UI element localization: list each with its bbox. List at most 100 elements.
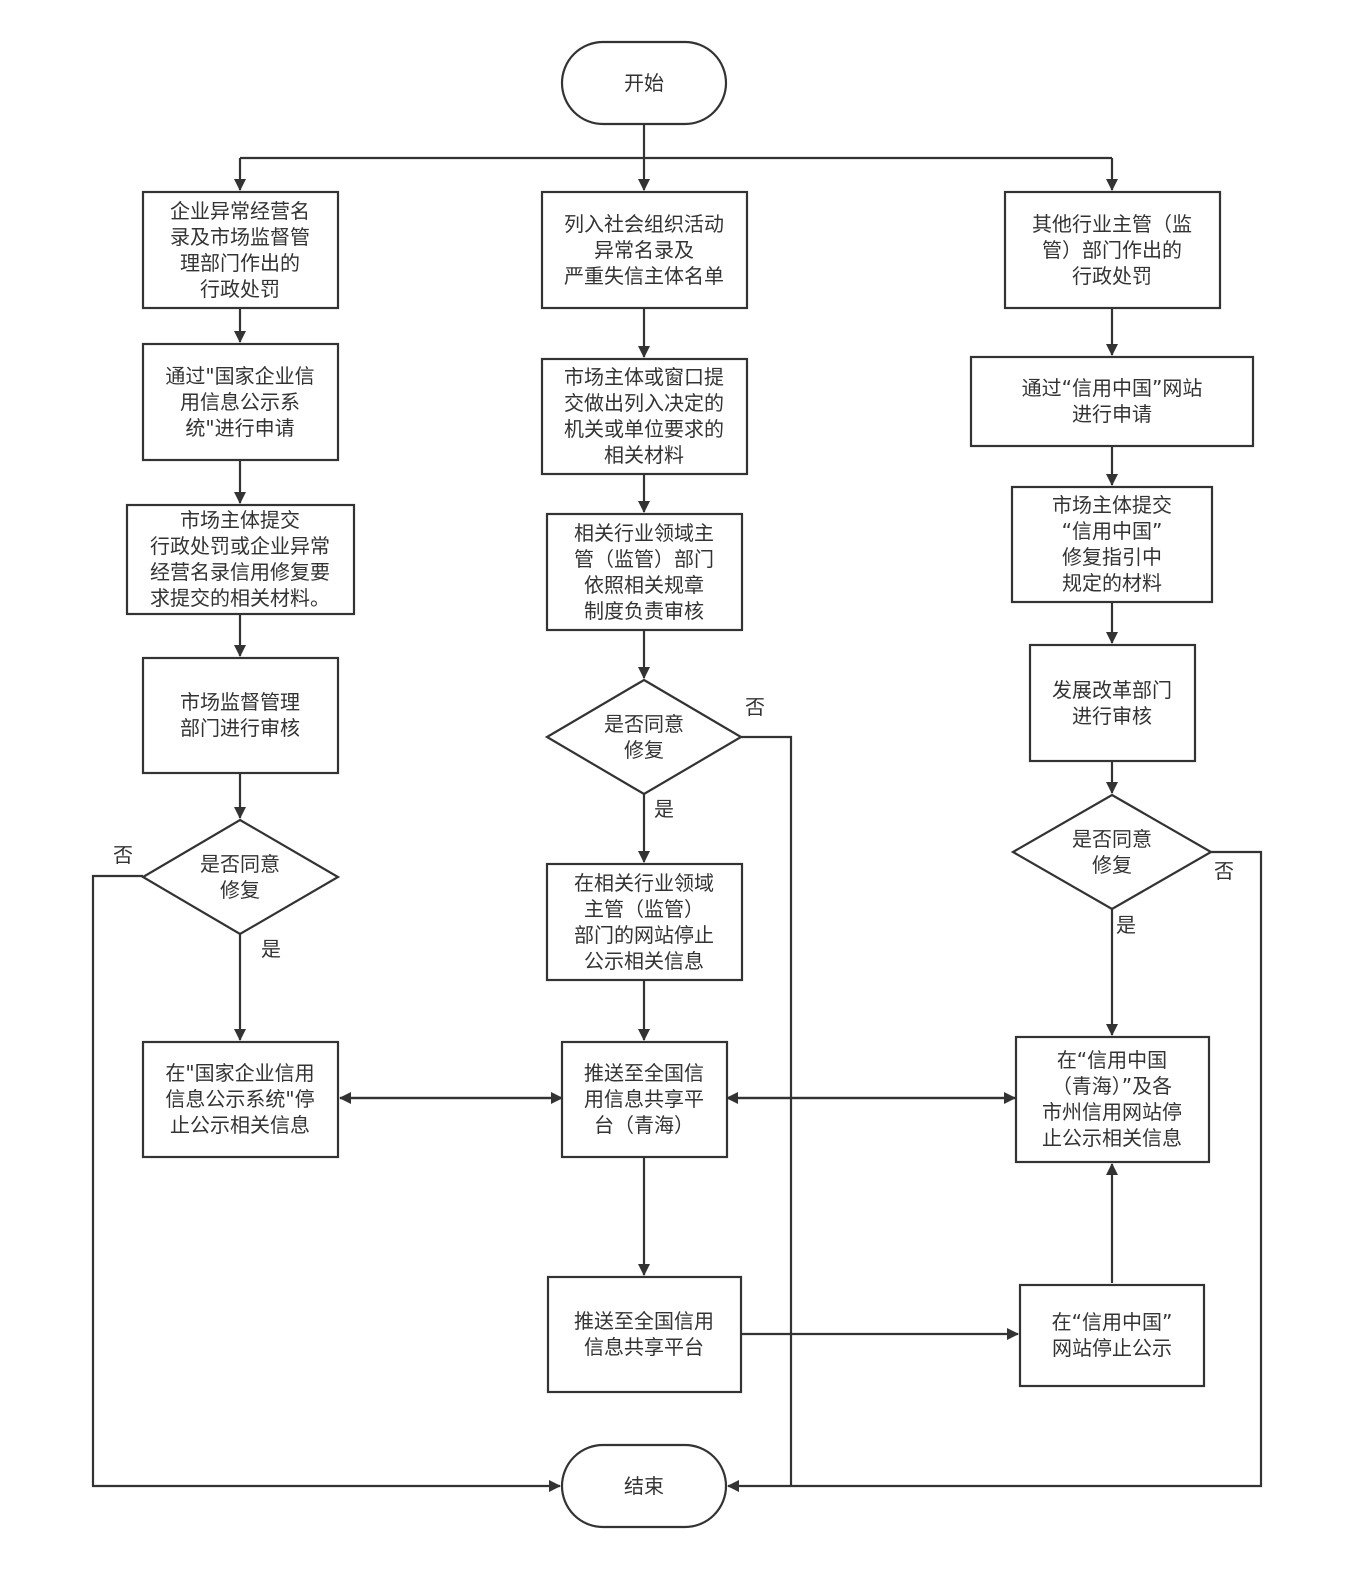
left-stop-box: 在"国家企业信用信息公示系统"停止公示相关信息 (141, 1040, 340, 1159)
node-text-line: 在“信用中国 (1057, 1048, 1167, 1072)
node-text-line: 是否同意 (604, 712, 684, 736)
right-decision-text: 是否同意修复 (1072, 827, 1152, 877)
node-text-line: 理部门作出的 (180, 251, 300, 275)
right-review-box: 发展改革部门进行审核 (1028, 643, 1197, 763)
node-text-line: 市州信用网站停 (1042, 1100, 1182, 1124)
node-text-line: 发展改革部门 (1052, 678, 1172, 702)
node-text-line: 行政处罚 (1072, 264, 1152, 288)
node-text-line: 推送至全国信 (584, 1061, 704, 1085)
right-source-box: 其他行业主管（监管）部门作出的行政处罚 (1003, 190, 1222, 310)
node-text-line: 异常名录及 (594, 238, 694, 262)
middle-submit-text: 市场主体或窗口提交做出列入决定的机关或单位要求的相关材料 (564, 365, 724, 467)
edge-left-no (91, 874, 561, 1492)
node-text-line: 规定的材料 (1062, 571, 1162, 595)
middle-decision-diamond: 是否同意修复 (544, 678, 744, 796)
node-text-line: 信息共享平台 (584, 1335, 704, 1359)
middle-stop-box: 在相关行业领域主管（监管）部门的网站停止公示相关信息 (545, 862, 744, 982)
left-apply-box: 通过"国家企业信用信息公示系统"进行申请 (141, 342, 340, 462)
node-text-line: 列入社会组织活动 (564, 212, 724, 236)
edge-label-mid-no: 否 (745, 695, 765, 719)
left-apply-text: 通过"国家企业信用信息公示系统"进行申请 (165, 364, 314, 440)
middle-source-box: 列入社会组织活动异常名录及严重失信主体名单 (540, 190, 749, 310)
node-text-line: 进行审核 (1072, 704, 1152, 728)
node-text-line: 在“信用中国” (1052, 1310, 1173, 1334)
right-apply-box: 通过“信用中国”网站进行申请 (969, 355, 1255, 448)
middle-submit-box: 市场主体或窗口提交做出列入决定的机关或单位要求的相关材料 (540, 357, 749, 476)
left-submit-text: 市场主体提交行政处罚或企业异常经营名录信用修复要求提交的相关材料。 (150, 508, 330, 610)
left-review-box: 市场监督管理部门进行审核 (141, 656, 340, 775)
node-text-line: 修复 (624, 738, 664, 762)
node-text-line: 行政处罚或企业异常 (150, 534, 330, 558)
node-text-line: 止公示相关信息 (1042, 1126, 1182, 1150)
edge-label-left-no: 否 (113, 843, 133, 867)
right-source-text: 其他行业主管（监管）部门作出的行政处罚 (1032, 212, 1192, 288)
node-text-line: 依照相关规章 (584, 573, 704, 597)
node-text-line: 止公示相关信息 (170, 1113, 310, 1137)
node-text-line: （青海）”及各 (1052, 1074, 1172, 1098)
left-submit-box: 市场主体提交行政处罚或企业异常经营名录信用修复要求提交的相关材料。 (125, 503, 356, 616)
left-decision-diamond: 是否同意修复 (140, 818, 341, 936)
middle-review-box: 相关行业领域主管（监管）部门依照相关规章制度负责审核 (545, 512, 744, 632)
node-text-line: 企业异常经营名 (170, 199, 310, 223)
node-text-line: 行政处罚 (200, 277, 280, 301)
left-decision-text: 是否同意修复 (200, 852, 280, 902)
middle-push-national-box: 推送至全国信用信息共享平台 (546, 1275, 743, 1394)
node-text-line: 修复指引中 (1062, 545, 1162, 569)
node-text-line: 是否同意 (1072, 827, 1152, 851)
middle-decision-text: 是否同意修复 (604, 712, 684, 762)
node-text-line: 管）部门作出的 (1042, 238, 1182, 262)
node-text-line: 用信息公示系 (180, 390, 300, 414)
right-decision-diamond: 是否同意修复 (1010, 793, 1214, 911)
end-label: 结束 (624, 1474, 664, 1498)
edge-label-left-yes: 是 (261, 937, 281, 961)
right-stop-site-text: 在“信用中国”网站停止公示 (1052, 1310, 1173, 1360)
node-text-line: 部门进行审核 (180, 716, 300, 740)
node-text-line: 录及市场监督管 (170, 225, 310, 249)
node-text-line: 通过“信用中国”网站 (1022, 376, 1203, 400)
edge-mid-no (741, 735, 793, 1486)
node-text-line: 市场主体或窗口提 (564, 365, 724, 389)
edge-labels: 否 是 否 是 否 是 (113, 695, 1234, 961)
node-text-line: 主管（监管） (584, 897, 704, 921)
left-review-text: 市场监督管理部门进行审核 (180, 690, 300, 740)
node-text-line: 用信息共享平 (584, 1087, 704, 1111)
left-source-text: 企业异常经营名录及市场监督管理部门作出的行政处罚 (170, 199, 310, 301)
right-stop-qh-text: 在“信用中国（青海）”及各市州信用网站停止公示相关信息 (1042, 1048, 1182, 1150)
node-text-line: 公示相关信息 (584, 949, 704, 973)
node-text-line: 通过"国家企业信 (165, 364, 314, 388)
edge-label-right-no: 否 (1214, 859, 1234, 883)
node-text-line: 机关或单位要求的 (564, 417, 724, 441)
node-text-line: 严重失信主体名单 (564, 264, 724, 288)
node-text-line: 部门的网站停止 (574, 923, 714, 947)
node-text-line: 在相关行业领域 (574, 871, 714, 895)
node-text-line: 修复 (220, 878, 260, 902)
node-text-line: 相关行业领域主 (574, 521, 714, 545)
node-text-line: 修复 (1092, 853, 1132, 877)
node-text-line: 管（监管）部门 (574, 547, 714, 571)
middle-source-text: 列入社会组织活动异常名录及严重失信主体名单 (564, 212, 724, 288)
node-text-line: 网站停止公示 (1052, 1336, 1172, 1360)
node-text-line: 求提交的相关材料。 (150, 586, 330, 610)
node-text-line: 是否同意 (200, 852, 280, 876)
right-stop-site-box: 在“信用中国”网站停止公示 (1018, 1283, 1206, 1388)
node-text-line: “信用中国” (1062, 519, 1163, 543)
node-text-line: 市场主体提交 (180, 508, 300, 532)
node-text-line: 交做出列入决定的 (564, 391, 724, 415)
edge-label-right-yes: 是 (1116, 913, 1136, 937)
node-text-line: 相关材料 (604, 443, 684, 467)
middle-push-qh-box: 推送至全国信用信息共享平台（青海） (560, 1040, 729, 1159)
node-text-line: 其他行业主管（监 (1032, 212, 1192, 236)
node-text-line: 市场主体提交 (1052, 493, 1172, 517)
node-text-line: 经营名录信用修复要 (150, 560, 330, 584)
node-text-line: 在"国家企业信用 (165, 1061, 314, 1085)
node-text-line: 推送至全国信用 (574, 1309, 714, 1333)
node-text-line: 进行申请 (1072, 402, 1152, 426)
right-review-text: 发展改革部门进行审核 (1052, 678, 1172, 728)
start-label: 开始 (624, 71, 664, 95)
middle-push-national-text: 推送至全国信用信息共享平台 (574, 1309, 714, 1359)
right-apply-text: 通过“信用中国”网站进行申请 (1022, 376, 1203, 426)
end-terminal: 结束 (560, 1443, 728, 1529)
edge-label-mid-yes: 是 (654, 797, 674, 821)
right-submit-box: 市场主体提交“信用中国”修复指引中规定的材料 (1010, 485, 1214, 604)
